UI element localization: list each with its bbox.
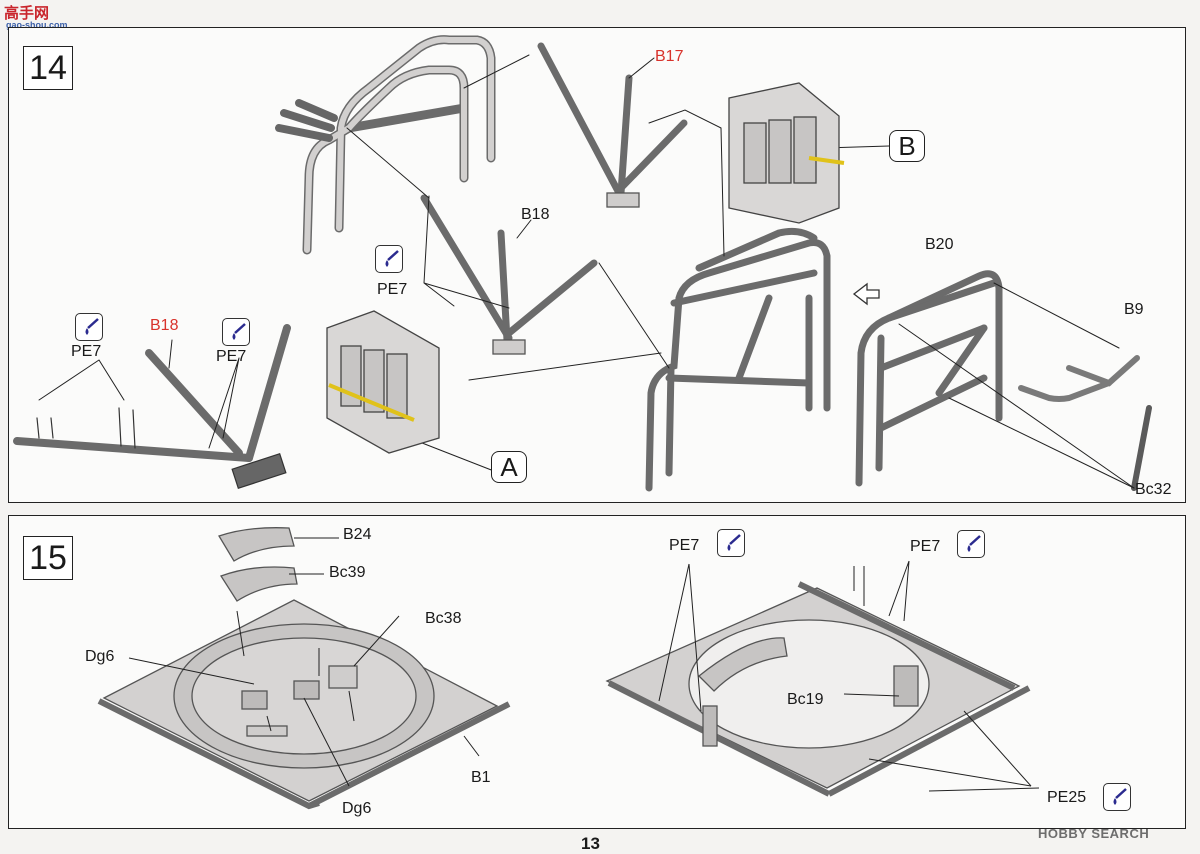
page-number: 13 (581, 834, 600, 853)
step-15-drawing (97, 527, 1040, 810)
label-b1: B1 (471, 769, 491, 786)
label-pe7: PE7 (71, 343, 102, 360)
label-b20: B20 (925, 236, 954, 253)
label-bc32: Bc32 (1135, 481, 1172, 498)
site-logo: 高手网 (4, 5, 50, 22)
label-pe7: PE7 (377, 281, 408, 298)
label-dg6: Dg6 (85, 648, 115, 665)
label-pe7: PE7 (910, 538, 941, 555)
step-14-drawing (13, 35, 1152, 492)
turret-plate-left (97, 599, 511, 810)
label-b24: B24 (343, 526, 372, 543)
glue-icon (717, 529, 745, 557)
assembled-roll-cage (645, 227, 831, 492)
glue-icon (375, 245, 403, 273)
label-b18: B18 (521, 206, 550, 223)
step-15-panel: 15 (8, 515, 1186, 829)
glue-icon (75, 313, 103, 341)
label-pe7: PE7 (216, 348, 247, 365)
step-number: 15 (23, 536, 73, 580)
callout-b: B (889, 130, 925, 162)
callout-a: A (491, 451, 527, 483)
label-b18-red: B18 (150, 317, 179, 334)
site-url: gao-shou.com (6, 20, 68, 30)
bottom-bar-assembly (13, 324, 291, 462)
step-14-panel: 14 (8, 27, 1186, 503)
part-b20-frame (855, 270, 1003, 487)
jerrycan-rack-a (326, 310, 440, 454)
turret-plate-right (605, 581, 1031, 797)
label-bc38: Bc38 (425, 610, 462, 627)
glue-icon (222, 318, 250, 346)
step-number: 14 (23, 46, 73, 90)
hobbysearch-watermark: HOBBY SEARCH (1038, 826, 1150, 841)
part-b17-frame (537, 42, 688, 197)
label-pe7: PE7 (669, 537, 700, 554)
glue-icon (957, 530, 985, 558)
label-dg6: Dg6 (342, 800, 372, 817)
label-pe25: PE25 (1047, 789, 1087, 806)
label-bc19: Bc19 (787, 691, 824, 708)
part-b18-frame (420, 194, 598, 344)
glue-icon (1103, 783, 1131, 811)
label-b17: B17 (655, 48, 684, 65)
jerrycan-rack-b (728, 82, 845, 224)
label-bc39: Bc39 (329, 564, 366, 581)
label-b9: B9 (1124, 301, 1144, 318)
